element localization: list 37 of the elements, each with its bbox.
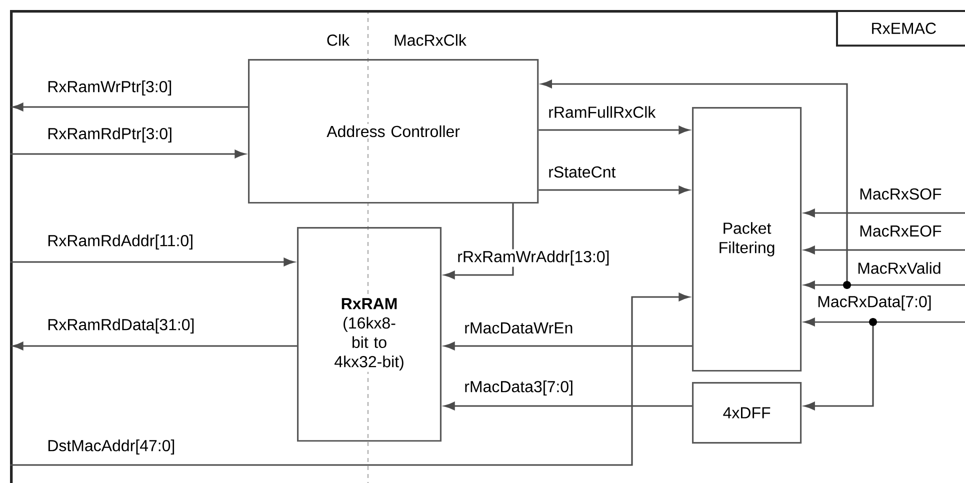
edge-label: RxRamRdPtr[3:0] [46,126,174,144]
arrow [444,204,514,280]
edge-label: MacRxData[7:0] [816,294,934,312]
edge-label: MacRxEOF [858,224,944,238]
arrow [10,150,246,158]
arrow [12,342,297,350]
edge-label: MacRxSOF [858,187,944,201]
clock-label: Clk [325,32,351,48]
arrow [538,186,690,194]
block-box: Address Controller [248,59,539,204]
module-name-tab: RxEMAC [836,10,965,47]
arrow [10,258,294,266]
arrow [804,318,965,326]
arrow [804,280,965,290]
edge-label: rRamFullRxClk [546,104,658,120]
arrow [538,126,690,134]
arrow [541,80,851,289]
edge-label: rStateCnt [546,165,618,179]
clock-label: MacRxClk [392,32,468,48]
block-box: RxRAM (16kx8-bit to 4kx32-bit) [297,227,442,442]
edge-label: rMacData3[7:0] [462,379,575,397]
edge-label: rRxRamWrAddr[13:0] [456,249,612,267]
arrow [444,402,692,410]
block-box: 4xDFF [692,382,802,444]
edge-label: RxRamRdData[31:0] [46,317,196,335]
arrow [804,246,965,254]
edge-label: MacRxValid [856,260,943,276]
arrow [10,292,690,466]
edge-label: RxRamRdAddr[11:0] [46,233,195,251]
arrow [804,318,877,410]
edge-label: rMacDataWrEn [462,321,575,335]
arrow [12,102,248,112]
arrow [804,208,965,218]
arrow [444,342,692,350]
block-box: Packet Filtering [692,107,802,372]
edge-label: RxRamWrPtr[3:0] [46,79,174,97]
edge-label: DstMacAddr[47:0] [46,438,177,456]
